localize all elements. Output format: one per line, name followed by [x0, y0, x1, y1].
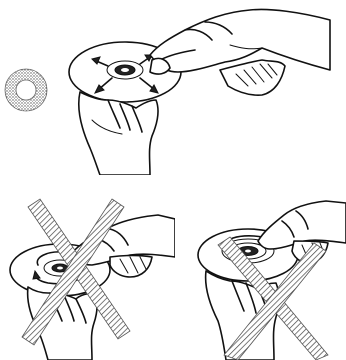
wrong-wipe-illustration-right — [178, 185, 346, 360]
wrong-wipe-illustration-left — [0, 195, 175, 360]
correct-wipe-panel — [0, 0, 346, 175]
holding-hand — [79, 92, 158, 175]
wrong-wipe-panel-left — [0, 195, 175, 360]
correct-wipe-illustration — [0, 0, 346, 175]
stippled-ring-icon — [5, 69, 47, 111]
wrong-wipe-panel-right — [178, 185, 346, 360]
